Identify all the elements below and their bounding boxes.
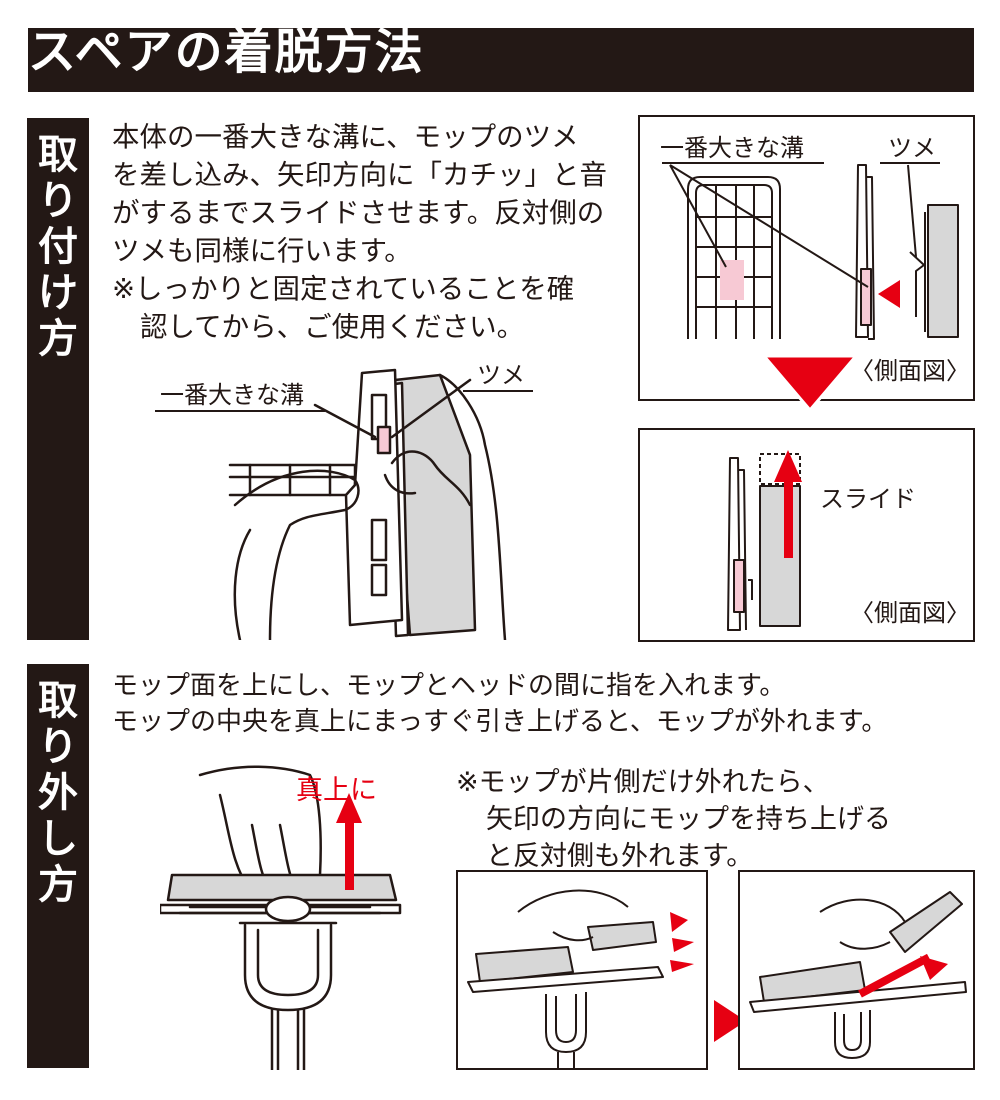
side-view-box-2 — [638, 428, 975, 642]
attach-illustration — [228, 368, 507, 640]
side-view-1-tab-label: ツメ — [888, 134, 936, 162]
remove-heading: 取 り 外 し 方 — [38, 678, 78, 908]
attach-heading: 取 り 付 け 方 — [38, 132, 78, 362]
slide-label: スライド — [820, 485, 916, 513]
remove-illustration — [160, 765, 402, 1070]
remove-note: ※モップが片側だけ外れたら、 矢印の方向にモップを持ち上げる と反対側も外れます… — [456, 767, 891, 872]
remove-step-2-drawing — [749, 891, 967, 1059]
side-view-1-drawing — [662, 162, 959, 340]
illus-tab-underline — [463, 390, 533, 392]
attach-heading-bar: 取 り 付 け 方 — [27, 118, 89, 640]
side-view-2-caption: 〈側面図〉 — [850, 599, 970, 627]
title-bar — [28, 28, 974, 92]
illus-groove-label: 一番大きな溝 — [160, 381, 304, 409]
attach-instructions: 本体の一番大きな溝に、モップのツメ を差し込み、矢印方向に「カチッ」と音 がする… — [112, 121, 607, 343]
illus-tab-label: ツメ — [477, 361, 525, 389]
up-label: 真上に — [296, 775, 377, 806]
side-view-2-drawing — [727, 450, 802, 631]
illus-groove-underline — [155, 410, 325, 412]
side-view-1-groove-label: 一番大きな溝 — [660, 134, 804, 162]
next-arrow-icon — [714, 1000, 746, 1042]
remove-heading-bar: 取 り 外 し 方 — [27, 664, 89, 1068]
side-view-1-caption: 〈側面図〉 — [850, 357, 970, 385]
page-title: スペアの着脱方法 — [28, 24, 425, 80]
down-arrow-icon — [760, 354, 860, 413]
remove-instructions: モップ面を上にし、モップとヘッドの間に指を入れます。 モップの中央を真上にまっす… — [112, 671, 888, 737]
remove-step-1-drawing — [467, 889, 694, 1068]
